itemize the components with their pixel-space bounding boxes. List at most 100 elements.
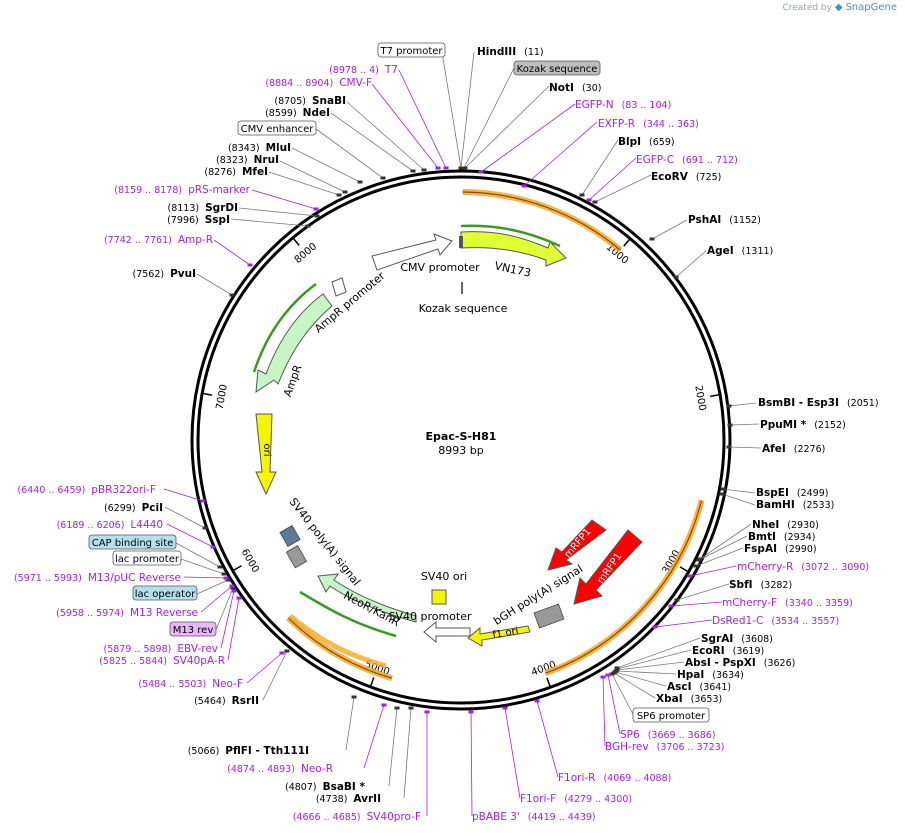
site-marker [357,180,363,184]
label-prs-marker[interactable]: pRS-marker(8159 .. 8178) [114,184,250,196]
feature-sv40-promoter[interactable]: SV40 promoter [388,610,472,644]
label-m13-puc-reverse[interactable]: M13/pUC Reverse(5971 .. 5993) [14,572,181,584]
label-afei[interactable]: AfeI(2276) [762,443,825,455]
label-ndei[interactable]: NdeI(8599) [265,107,330,119]
label-sv40pa-r[interactable]: SV40pA-R(5825 .. 5844) [99,655,225,667]
label-nhei[interactable]: NheI(2930) [752,519,819,531]
feature-ampr[interactable]: AmpR [252,282,333,398]
label-fspai[interactable]: FspAI(2990) [744,543,817,555]
label-mfei[interactable]: MfeI(8276) [204,166,268,178]
svg-text:(2499): (2499) [797,488,829,499]
label-bsabi-[interactable]: BsaBI *(4807) [285,781,365,793]
label-nrui[interactable]: NruI(8323) [216,154,279,166]
label-sp6-promoter[interactable]: SP6 promoter [632,707,710,723]
label-hindiii[interactable]: HindIII(11) [477,46,544,58]
label-m13-reverse[interactable]: M13 Reverse(5958 .. 5974) [56,607,198,619]
label-sv40pro-f[interactable]: SV40pro-F(4666 .. 4685) [293,811,421,823]
label-sgrai[interactable]: SgrAI(3608) [701,633,773,645]
label-egfp-c[interactable]: EGFP-C(691 .. 712) [636,154,738,166]
svg-text:T7 promoter: T7 promoter [379,46,443,57]
svg-text:NotI: NotI [549,82,574,94]
feature-f1ori[interactable]: f1 ori [467,625,531,647]
label-amp-r[interactable]: Amp-R(7742 .. 7761) [104,234,213,246]
svg-text:(6189 .. 6206): (6189 .. 6206) [57,520,125,531]
label-sp6[interactable]: SP6(3669 .. 3686) [620,729,716,741]
label-neo-r[interactable]: Neo-R(4874 .. 4893) [227,763,333,775]
label-cmv-enhancer[interactable]: CMV enhancer [237,120,317,136]
connector-line [613,672,656,699]
svg-text:(725): (725) [696,172,722,183]
label-f1ori-f[interactable]: F1ori-F(4279 .. 4300) [520,793,632,805]
label-rsrii[interactable]: RsrII(5464) [194,695,259,707]
label-neo-f[interactable]: Neo-F(5484 .. 5503) [138,678,243,690]
label-mcherry-f[interactable]: mCherry-F(3340 .. 3359) [722,597,853,609]
svg-text:BspEI: BspEI [756,487,789,499]
svg-text:BsaBI *: BsaBI * [323,781,366,793]
svg-text:AscI: AscI [667,681,692,693]
tick-mark [546,677,551,687]
label-pflfi-tth111i[interactable]: PflFI - Tth111I(5066) [188,745,309,757]
feature-kozak[interactable]: Kozak sequence [419,236,508,315]
label-f1ori-r[interactable]: F1ori-R(4069 .. 4088) [558,772,671,784]
label-m13-rev[interactable]: M13 rev [169,621,217,637]
label-pbabe-3-[interactable]: pBABE 3'(4419 .. 4439) [472,811,596,823]
label-noti[interactable]: NotI(30) [549,82,601,94]
label-mcherry-r[interactable]: mCherry-R(3072 .. 3090) [737,561,869,573]
label-bsmbi-esp3i[interactable]: BsmBI - Esp3I(2051) [758,397,879,409]
label-snabi[interactable]: SnaBI(8705) [274,95,346,107]
label-agei[interactable]: AgeI(1311) [707,245,773,257]
label-blpi[interactable]: BlpI(659) [618,136,675,148]
label-ppumi-[interactable]: PpuMI *(2152) [760,419,846,431]
label-pbr322ori-f[interactable]: pBR322ori-F(6440 .. 6459) [17,484,156,496]
label-sgrdi[interactable]: SgrDI(8113) [168,202,238,214]
label-dsred1-c[interactable]: DsRed1-C(3534 .. 3557) [712,615,839,627]
svg-text:(691 .. 712): (691 .. 712) [682,155,738,166]
label-bamhi[interactable]: BamHI(2533) [756,499,834,511]
label-absi-pspxi[interactable]: AbsI - PspXI(3626) [685,657,795,669]
feature-cmv-promoter[interactable]: CMV promoter [371,233,480,274]
svg-text:(3641): (3641) [700,682,732,693]
label-cmv-f[interactable]: CMV-F(8884 .. 8904) [265,77,372,89]
connector-line [371,83,439,169]
feature-sv40-polya[interactable]: SV40 poly(A) signal [279,496,363,589]
site-marker [314,214,320,218]
svg-text:(3282): (3282) [761,580,793,591]
label-cap-binding-site[interactable]: CAP binding site [88,534,177,550]
label-t7-promoter[interactable]: T7 promoter [377,42,446,58]
label-l4440[interactable]: L4440(6189 .. 6206) [57,519,163,531]
f1ori-label: f1 ori [492,626,520,641]
label-ecorv[interactable]: EcoRV(725) [651,171,721,183]
feature-sv40-ori[interactable]: SV40 ori [421,570,467,605]
label-t7[interactable]: T7(8978 .. 4) [329,64,398,76]
connector-line [722,488,756,494]
tick-mark [233,565,242,571]
label-sspi[interactable]: SspI(7996) [167,214,230,226]
label-xbai[interactable]: XbaI(3653) [656,693,722,705]
label-hpai[interactable]: HpaI(3634) [677,669,744,681]
label-lac-promoter[interactable]: lac promoter [112,550,182,566]
label-kozak-sequence[interactable]: Kozak sequence [513,60,601,76]
label-bspei[interactable]: BspEI (2499) [756,487,828,499]
svg-text:M13 rev: M13 rev [173,625,214,636]
label-pshai[interactable]: PshAI(1152) [688,214,761,226]
label-bgh-rev[interactable]: BGH-rev(3706 .. 3723) [605,741,724,753]
feature-ori[interactable]: ori [255,413,277,496]
created-by-text: Created by [782,3,832,13]
label-asci[interactable]: AscI (3641) [667,681,731,693]
label-avrii[interactable]: AvrII(4738) [316,793,381,805]
label-mlui[interactable]: MluI(8343) [228,142,291,154]
label-bmti[interactable]: BmtI(2934) [748,531,815,543]
label-sbfi[interactable]: SbfI(3282) [729,579,792,591]
label-exfp-r[interactable]: EXFP-R(344 .. 363) [598,118,699,130]
svg-text:AbsI - PspXI: AbsI - PspXI [685,657,756,669]
label-pcii[interactable]: PciI(6299) [104,502,163,514]
feature-bgh-polya[interactable]: bGH poly(A) signal [491,562,585,629]
label-ebv-rev[interactable]: EBV-rev(5879 .. 5898) [104,643,219,655]
svg-text:(3340 .. 3359): (3340 .. 3359) [785,598,853,609]
label-ecori[interactable]: EcoRI(3619) [692,645,764,657]
label-egfp-n[interactable]: EGFP-N(83 .. 104) [575,99,671,111]
label-lac-operator[interactable]: lac operator [132,585,198,601]
label-pvui[interactable]: PvuI(7562) [132,268,196,280]
svg-text:BsmBI - Esp3I: BsmBI - Esp3I [758,397,839,409]
svg-text:(5464): (5464) [194,696,226,707]
